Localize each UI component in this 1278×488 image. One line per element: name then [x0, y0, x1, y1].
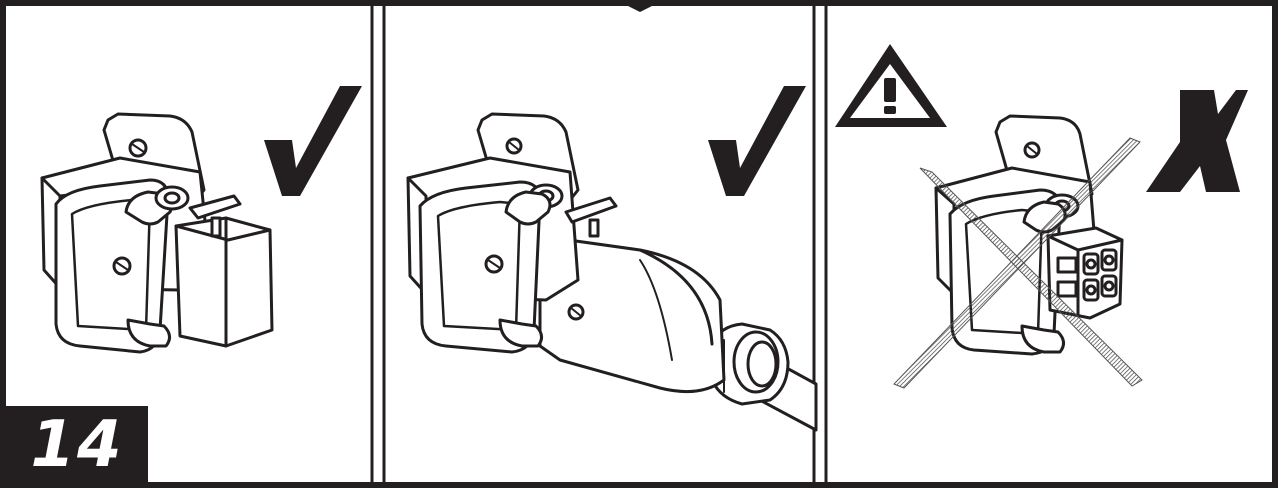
connector-insert — [174, 216, 274, 348]
clip-top — [504, 190, 552, 226]
x-icon — [1146, 90, 1248, 192]
panel-divider-1 — [370, 6, 386, 485]
warning-triangle-icon — [835, 44, 947, 127]
step-number-badge: 14 — [6, 406, 148, 484]
panel-2 — [406, 112, 818, 432]
panel-1 — [40, 112, 274, 354]
check-icon — [264, 86, 362, 196]
clip-bottom — [126, 318, 171, 348]
cross-out-mark — [893, 137, 1143, 389]
clip-bottom — [1020, 324, 1065, 354]
top-notch — [616, 0, 664, 12]
check-icon — [708, 86, 806, 196]
clip-bottom — [498, 318, 543, 348]
